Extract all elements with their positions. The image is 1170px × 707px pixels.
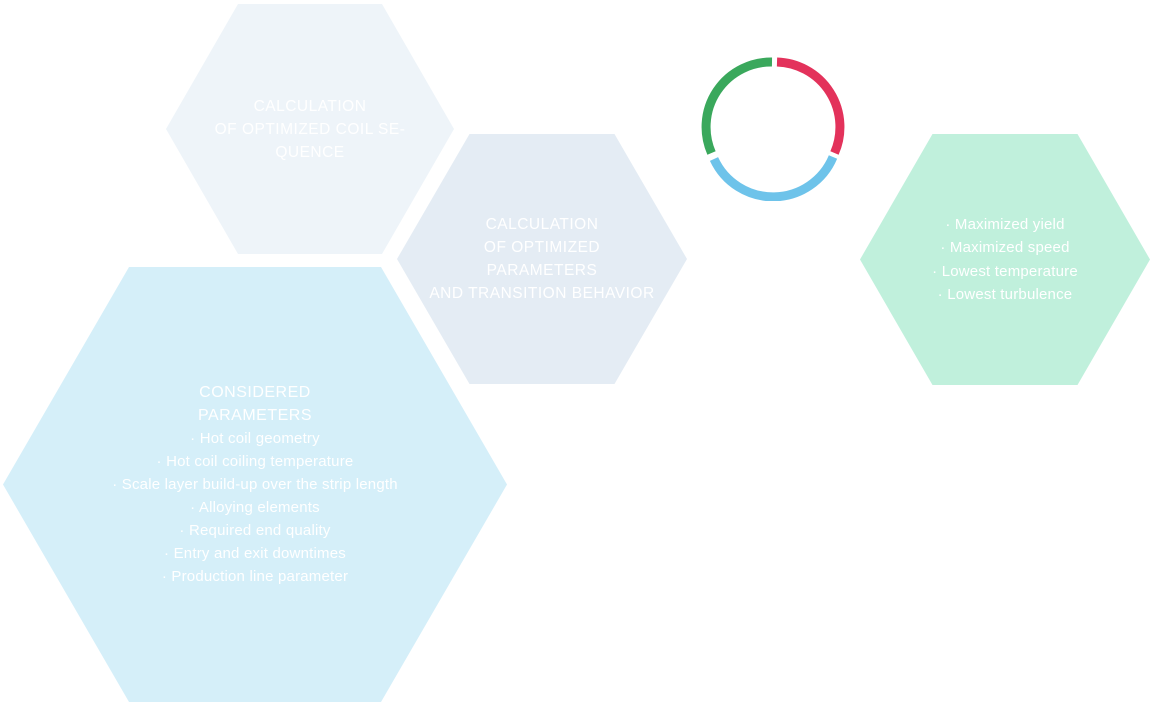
cycle-segment-blue	[709, 155, 838, 201]
hex-coil-sequence: CALCULATION OF OPTIMIZED COIL SE- QUENCE	[166, 4, 454, 254]
considered-parameters-title-line-1: CONSIDERED	[199, 384, 311, 401]
coil-sequence-title-line-2: OF OPTIMIZED COIL SE-	[214, 120, 406, 138]
parameter-item: · Hot coil coiling temperature	[156, 453, 354, 470]
result-item: · Maximized yield	[945, 215, 1065, 233]
considered-parameters-title-line-2: PARAMETERS	[197, 407, 313, 424]
hex-optimized-parameters: CALCULATION OF OPTIMIZED PARAMETERS AND …	[397, 134, 687, 384]
optimized-parameters-title-line-3: PARAMETERS	[486, 262, 598, 279]
cycle-segment-red	[776, 57, 845, 155]
coil-sequence-title-line-3: QUENCE	[275, 143, 345, 161]
parameter-item: · Entry and exit downtimes	[164, 545, 346, 562]
parameter-item: · Production line parameter	[161, 568, 349, 585]
coil-sequence-title-line-1: CALCULATION	[253, 97, 367, 115]
parameter-item: · Required end quality	[179, 522, 331, 539]
optimized-parameters-title-line-4: AND TRANSITION BEHAVIOR	[429, 285, 655, 302]
parameter-item: · Scale layer build-up over the strip le…	[112, 476, 398, 493]
optimized-parameters-title-line-2: OF OPTIMIZED	[483, 239, 601, 256]
hex-considered-parameters: CONSIDERED PARAMETERS · Hot coil geometr…	[3, 267, 507, 702]
result-item: · Lowest turbulence	[937, 286, 1073, 303]
cycle-ring-icon	[701, 57, 845, 201]
parameter-item: · Hot coil geometry	[190, 430, 320, 447]
result-item: · Maximized speed	[940, 239, 1070, 256]
parameter-item: · Alloying elements	[190, 499, 320, 516]
result-item: · Lowest temperature	[932, 262, 1078, 280]
optimized-parameters-title-line-1: CALCULATION	[485, 216, 599, 233]
cycle-segment-green	[701, 57, 773, 155]
hex-results: · Maximized yield · Maximized speed · Lo…	[860, 134, 1150, 385]
